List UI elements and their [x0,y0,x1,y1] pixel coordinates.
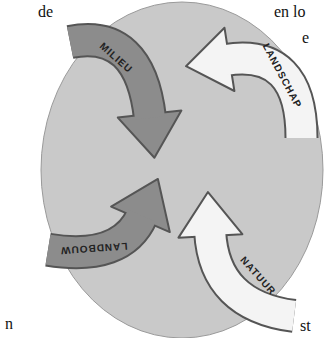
arrow-outline [70,40,150,118]
curved-arrow: LANDBOUW [12,143,194,298]
page-text-fragment: de [38,4,53,20]
arrow-shape [12,143,194,298]
arrow-outline [210,232,294,316]
arrow-shape [172,156,330,338]
page-text-fragment: st [300,318,311,334]
page-text-fragment: e [302,30,309,46]
curved-arrow: MILIEU [34,0,190,194]
arrow-shape [34,0,190,194]
page-text-fragment: n [5,316,13,332]
arrow-shaft [210,232,294,316]
disc-shape [41,2,323,338]
arrow-shaft [70,40,150,118]
arrow-head [178,192,242,238]
page-text-fragment: en lo [274,4,306,20]
curved-arrow: NATUUR [172,156,330,338]
